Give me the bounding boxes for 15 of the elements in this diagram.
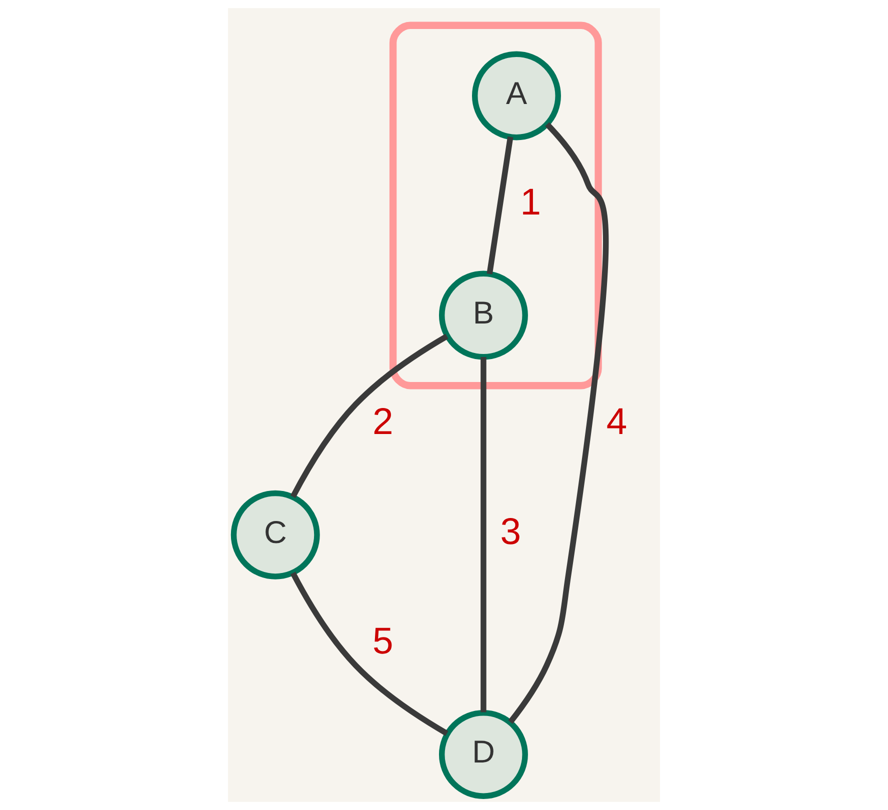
node-circle: D (438, 710, 528, 799)
edge-label: 1 (520, 180, 542, 223)
connector (290, 334, 448, 498)
connector (508, 122, 609, 724)
connector (480, 357, 486, 712)
edge-label: 5 (372, 620, 394, 662)
connector (290, 572, 448, 736)
connector (486, 136, 514, 274)
cluster (389, 22, 602, 390)
node-circle: B (438, 270, 528, 360)
edge-label: 3 (500, 510, 521, 552)
node-circle: C (230, 490, 320, 580)
edge-label: 4 (606, 400, 628, 442)
edge-label: 2 (372, 400, 394, 442)
node-circle: A (472, 51, 561, 140)
